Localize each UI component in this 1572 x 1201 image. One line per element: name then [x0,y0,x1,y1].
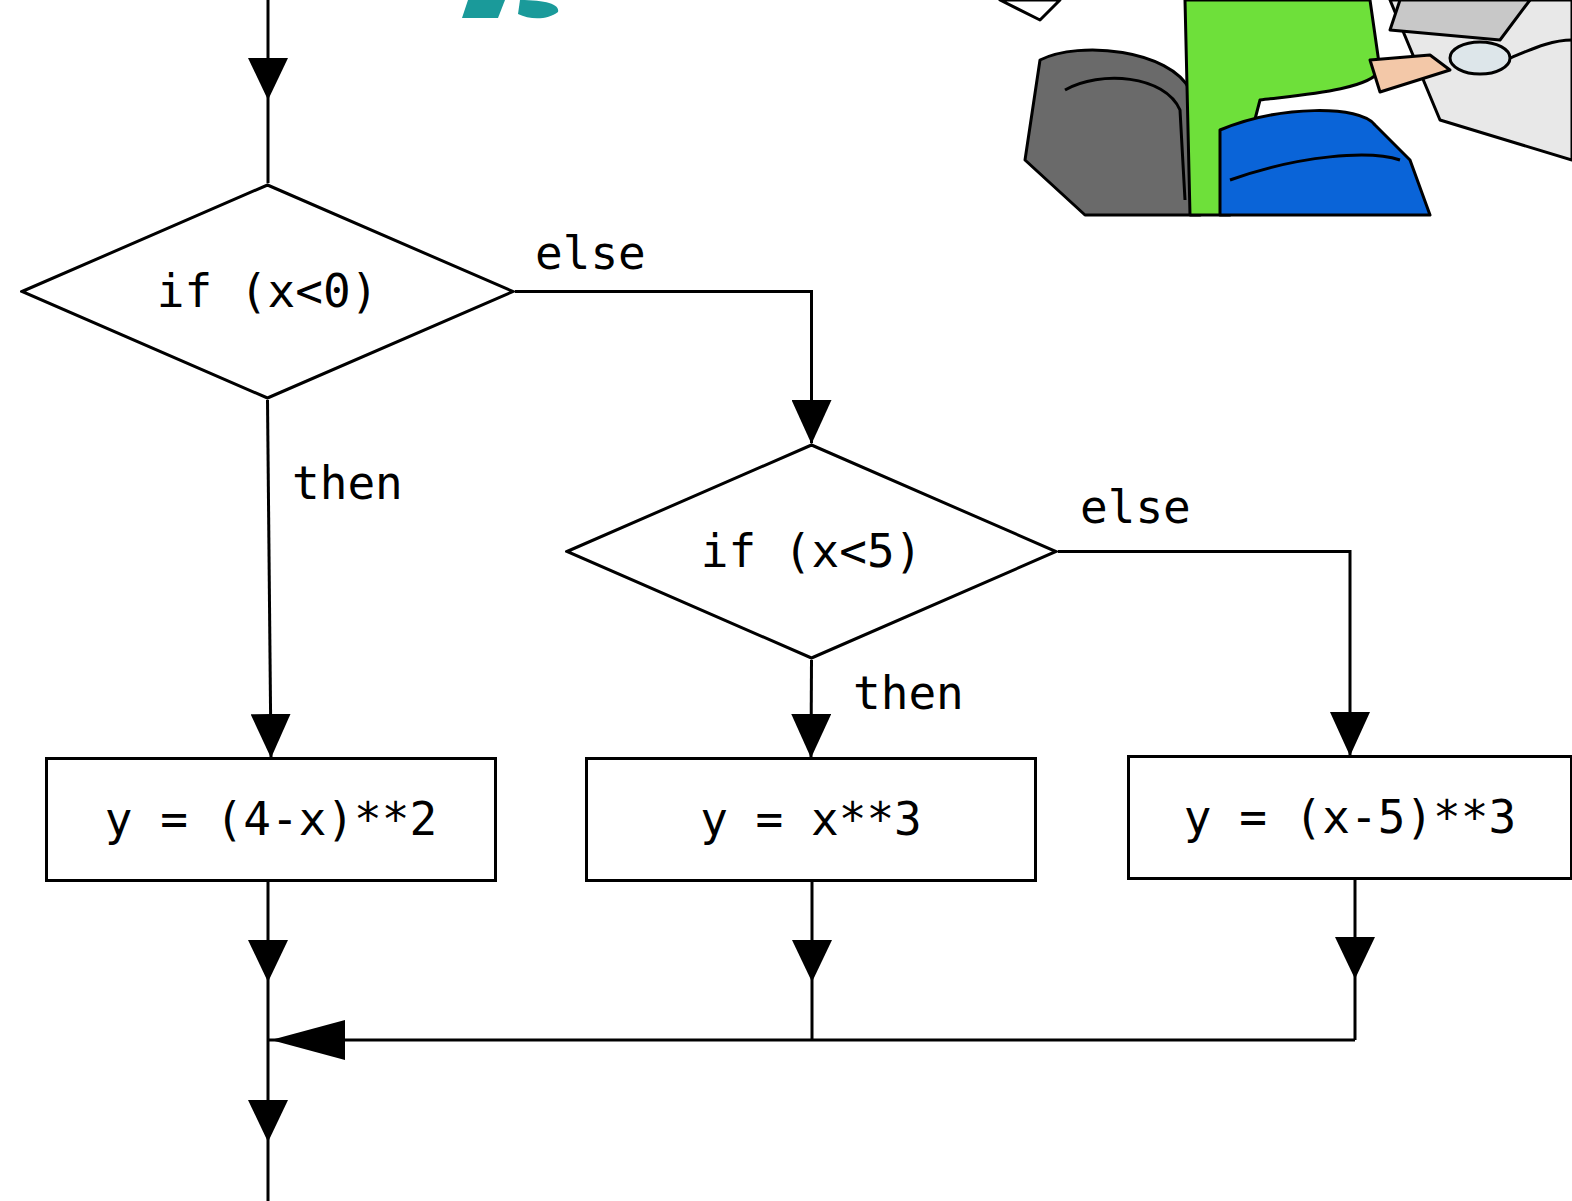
process-box: y = (4-x)**2 [45,757,497,882]
process-box: y = (x-5)**3 [1127,755,1572,880]
person-at-computer-illustration [1000,0,1572,215]
branch-label: then [851,666,966,721]
branch-label: else [1078,480,1193,535]
flow-connector [515,292,812,444]
decision-diamond: if (x<5) [565,443,1058,660]
diamond-shape [567,445,1056,658]
flow-arrowhead [248,58,1375,1142]
decision-diamond: if (x<0) [20,183,515,400]
cropped-heading-shape [462,0,558,18]
flow-connector [268,400,272,757]
diamond-shape [22,185,513,398]
node-text: y = (4-x)**2 [105,792,437,847]
flow-connector [810,660,814,757]
node-text: y = (x-5)**3 [1184,790,1516,845]
process-box: y = x**3 [585,757,1037,882]
node-text: y = x**3 [700,792,922,847]
node-text: if (x<0) [157,264,379,319]
branch-label: then [290,456,405,511]
flow-connector [1058,552,1350,756]
node-text: if (x<5) [701,524,923,579]
branch-label: else [533,226,648,281]
flow-line [268,0,1355,1201]
